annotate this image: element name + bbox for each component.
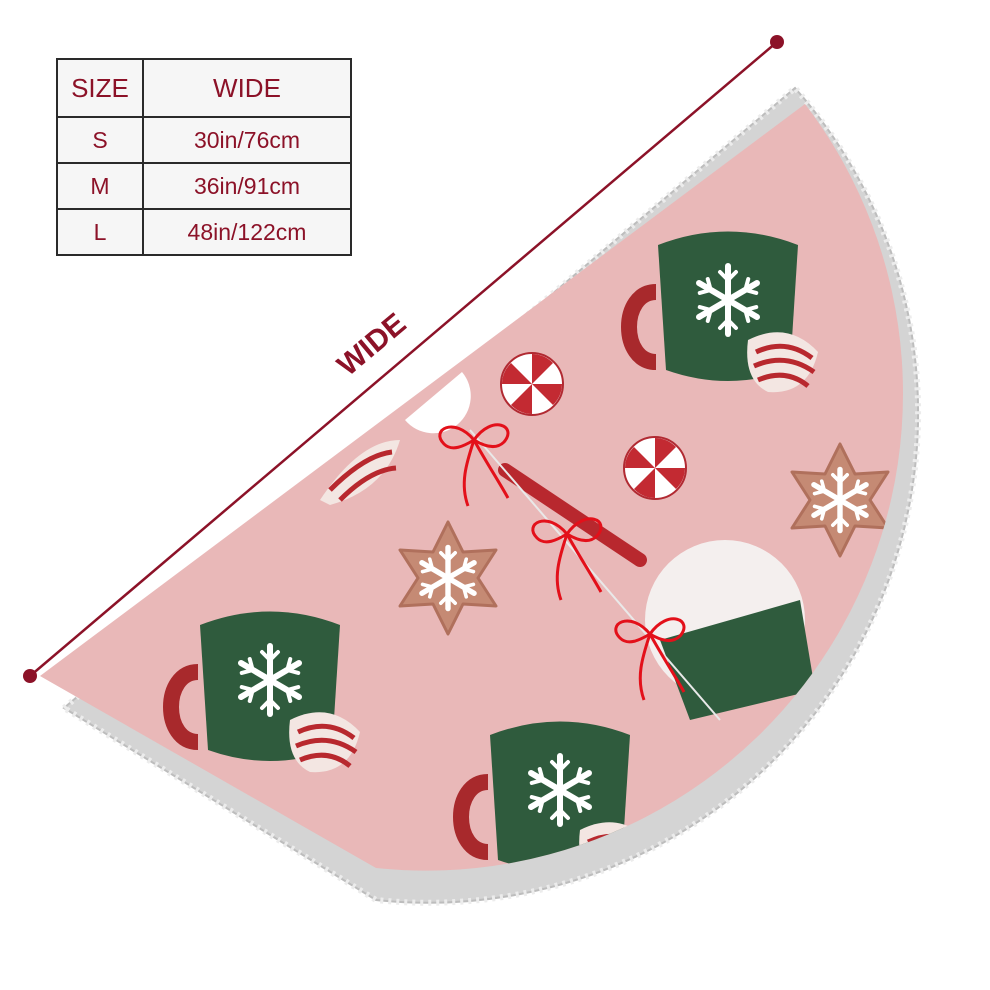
ribbon-ties — [438, 423, 721, 721]
wide-column-header: WIDE — [142, 58, 352, 118]
size-cell: M — [56, 162, 144, 210]
dimension-start-dot — [23, 669, 37, 683]
lace-trim-texture — [58, 83, 922, 906]
wide-cell: 36in/91cm — [142, 162, 352, 210]
dimension-end-dot — [770, 35, 784, 49]
size-chart-header-row: SIZE WIDE — [56, 58, 352, 118]
candy-cane-print — [498, 463, 647, 567]
size-column-header: SIZE — [56, 58, 144, 118]
peppermint-candy-print — [623, 436, 687, 500]
peppermint-candy-print — [500, 352, 564, 416]
size-row-l: L 48in/122cm — [56, 208, 352, 256]
size-chart-table: SIZE WIDE S 30in/76cm M 36in/91cm L 48in… — [56, 58, 352, 256]
size-row-s: S 30in/76cm — [56, 116, 352, 164]
center-opening — [405, 372, 471, 434]
size-cell: S — [56, 116, 144, 164]
wide-cell: 30in/76cm — [142, 116, 352, 164]
size-cell: L — [56, 208, 144, 256]
wide-cell: 48in/122cm — [142, 208, 352, 256]
dimension-label: WIDE — [331, 307, 412, 383]
size-row-m: M 36in/91cm — [56, 162, 352, 210]
